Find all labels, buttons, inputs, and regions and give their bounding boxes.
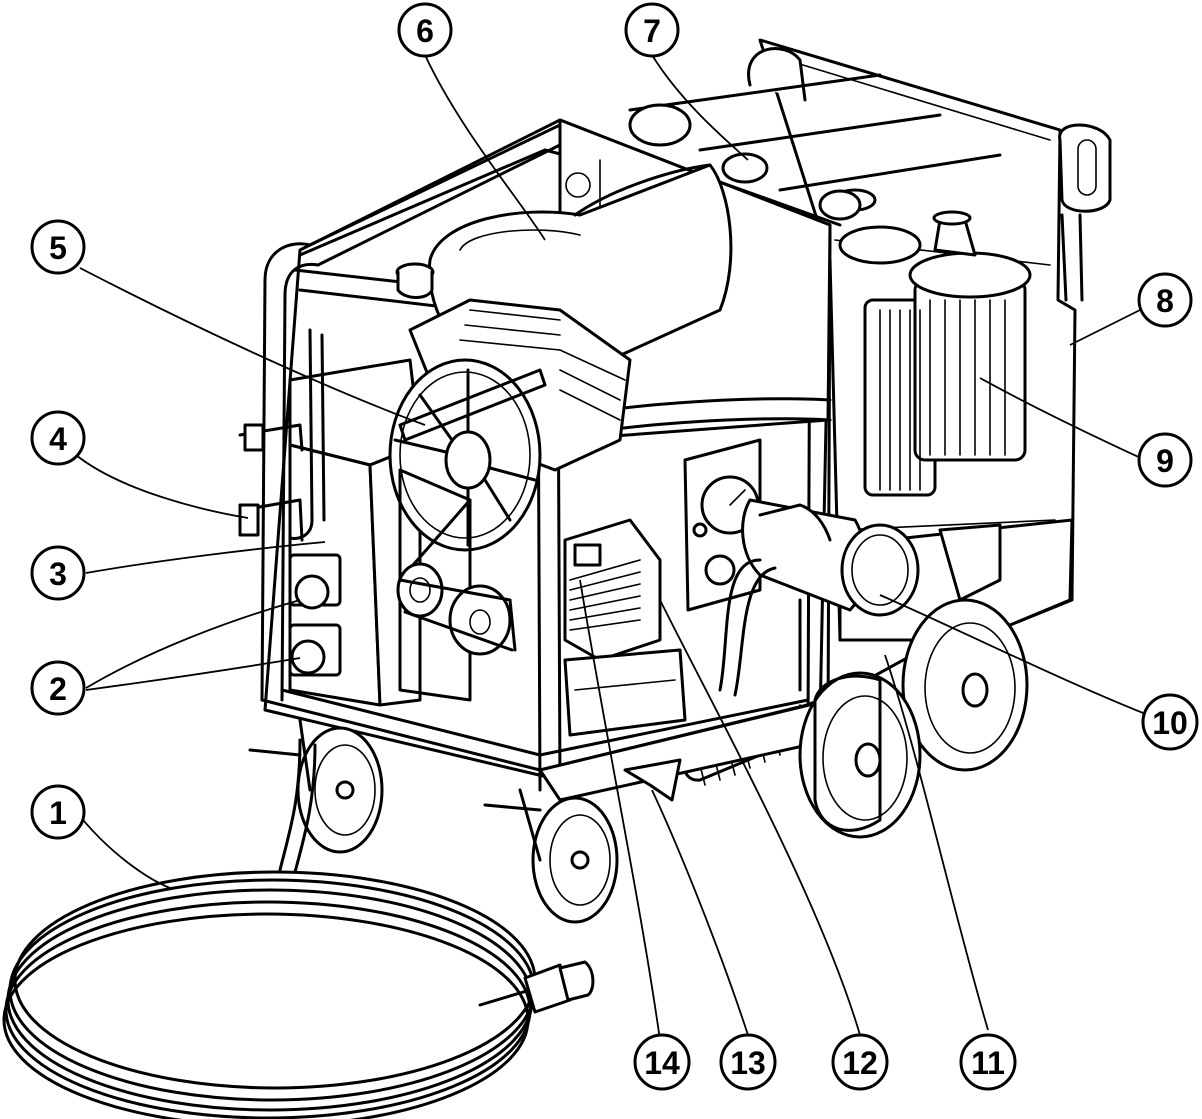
callout-label: 12 — [842, 1045, 878, 1081]
leader-8 — [1069, 309, 1141, 346]
callout-label: 11 — [971, 1045, 1005, 1081]
callout-5: 5 — [30, 219, 86, 275]
leader-13 — [651, 789, 749, 1036]
callout-1: 1 — [30, 784, 86, 840]
callout-label: 4 — [49, 421, 67, 457]
callout-label: 3 — [49, 556, 67, 592]
callout-14: 14 — [633, 1033, 691, 1091]
callout-11: 11 — [959, 1033, 1017, 1091]
leader-14 — [579, 579, 661, 1041]
leader-1 — [74, 809, 171, 889]
callout-12: 12 — [831, 1033, 889, 1091]
leader-7 — [651, 54, 749, 161]
leader-6 — [424, 54, 546, 241]
electric-motor — [563, 518, 687, 737]
callout-label: 9 — [1156, 443, 1174, 479]
callout-4: 4 — [30, 410, 86, 466]
callout-label: 10 — [1152, 705, 1188, 741]
leader-12 — [659, 599, 861, 1036]
callout-label: 8 — [1156, 283, 1174, 319]
leader-2a — [85, 599, 301, 689]
callout-label: 2 — [49, 671, 67, 707]
callout-9: 9 — [1137, 432, 1193, 488]
callout-2: 2 — [30, 660, 86, 716]
callout-7: 7 — [624, 2, 680, 58]
filter-cabinet — [628, 38, 1112, 642]
outlet-nozzle — [718, 498, 920, 697]
control-box — [238, 328, 422, 707]
leader-lines — [74, 54, 1149, 1041]
leader-4 — [75, 454, 249, 519]
callout-label: 1 — [49, 795, 67, 831]
callout-label: 6 — [416, 13, 434, 49]
leader-11 — [884, 654, 989, 1031]
callout-6: 6 — [397, 2, 453, 58]
callout-label: 13 — [730, 1045, 766, 1081]
leader-3 — [85, 541, 326, 574]
callout-3: 3 — [30, 545, 86, 601]
machine-illustration — [2, 38, 1112, 1119]
front-casters — [248, 718, 682, 924]
rear-wheels — [798, 598, 1029, 839]
callout-8: 8 — [1137, 272, 1193, 328]
callout-label: 14 — [644, 1045, 680, 1081]
leader-10 — [879, 594, 1149, 716]
leader-2b — [85, 657, 301, 691]
leader-5 — [79, 267, 426, 426]
callout-label: 5 — [49, 230, 67, 266]
air-hose-coil — [2, 738, 595, 1119]
callout-label: 7 — [643, 13, 661, 49]
callout-10: 10 — [1141, 693, 1199, 751]
motor-panel — [396, 468, 517, 702]
leader-9 — [979, 377, 1146, 461]
pulley-wheel — [388, 358, 547, 552]
callout-13: 13 — [719, 1033, 777, 1091]
